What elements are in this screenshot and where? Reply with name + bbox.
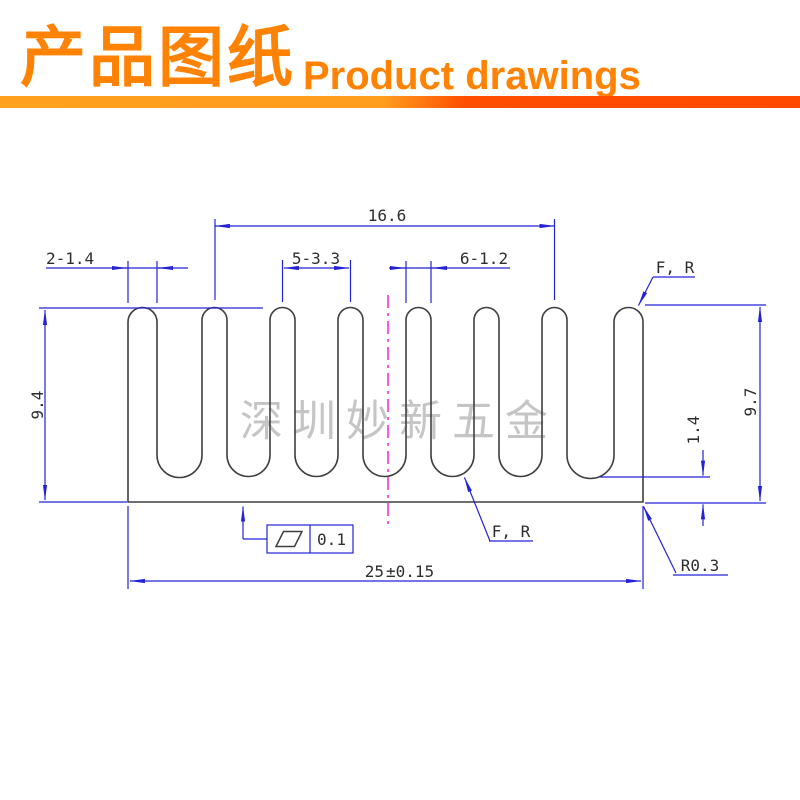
dim-height-right: 9.7 (645, 304, 766, 504)
dim-total-width-tolerance: ±0.15 (386, 562, 434, 581)
note-fillet-top: F, R (637, 258, 695, 307)
dim-base-thickness: 1.4 (600, 416, 710, 526)
note-fillet-top-label: F, R (656, 258, 695, 277)
dim-total-width-label: 25 (365, 562, 384, 581)
dim-mid-fin-width-label: 6-1.2 (460, 249, 508, 268)
dim-end-fin-width-label: 2-1.4 (46, 249, 94, 268)
dim-end-fin-width: 2-1.4 (46, 249, 188, 303)
dim-mid-fin-width: 6-1.2 (389, 249, 510, 303)
flatness-symbol-icon (274, 530, 304, 548)
dim-overall-span: 16.6 (214, 206, 556, 300)
flatness-control-frame: 0.1 (240, 505, 354, 554)
note-fillet-bottom: F, R (463, 476, 533, 542)
flatness-tolerance-value: 0.1 (317, 530, 346, 549)
dim-fin-pitch-label: 5-3.3 (292, 249, 340, 268)
dim-corner-radius: R0.3 (642, 505, 728, 576)
dim-height-left: 9.4 (28, 307, 263, 503)
watermark-text: 深圳妙新五金 (240, 397, 558, 447)
dim-height-left-label: 9.4 (28, 391, 47, 420)
page-title-chinese: 产品图纸 (20, 20, 296, 94)
header-accent-bar (0, 96, 800, 108)
dim-height-right-label: 9.7 (741, 388, 760, 417)
dim-overall-span-label: 16.6 (368, 206, 407, 225)
note-fillet-bottom-label: F, R (492, 522, 531, 541)
page-title-english: Product drawings (303, 54, 641, 98)
dim-base-thickness-label: 1.4 (684, 416, 703, 445)
dim-fin-pitch: 5-3.3 (281, 249, 352, 302)
dim-total-width: 25 ±0.15 (127, 506, 644, 589)
dim-corner-radius-label: R0.3 (681, 556, 720, 575)
